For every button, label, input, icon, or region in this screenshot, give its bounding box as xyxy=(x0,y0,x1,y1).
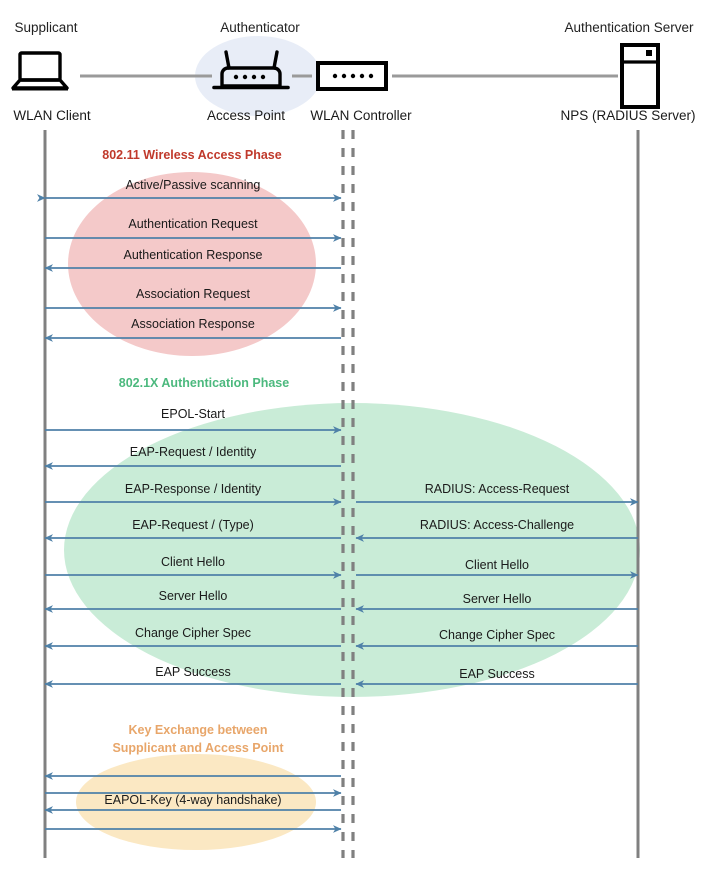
node-label-wlan-controller: WLAN Controller xyxy=(310,108,412,123)
message-label: EAP Success xyxy=(459,667,535,681)
message-label: RADIUS: Access-Challenge xyxy=(419,518,575,532)
node-label-nps: NPS (RADIUS Server) xyxy=(560,108,696,123)
message-label: Association Request xyxy=(136,287,250,301)
message-label: Server Hello xyxy=(158,589,228,603)
message-label: Server Hello xyxy=(462,592,532,606)
message-label: Authentication Request xyxy=(128,217,258,231)
message-arrow-group xyxy=(37,194,639,833)
message-label: EPOL-Start xyxy=(161,407,225,421)
server-icon xyxy=(620,43,660,109)
message-label: EAP-Request / Identity xyxy=(129,445,257,459)
message-label: EAP-Response / Identity xyxy=(124,482,262,496)
message-label: Active/Passive scanning xyxy=(125,178,261,192)
message-label: EAP Success xyxy=(155,665,231,679)
role-header-authenticator: Authenticator xyxy=(220,20,300,35)
message-label: EAPOL-Key (4-way handshake) xyxy=(104,793,282,807)
node-label-wlan-client: WLAN Client xyxy=(13,108,91,123)
message-label: Change Cipher Spec xyxy=(438,628,556,642)
message-label: RADIUS: Access-Request xyxy=(424,482,570,496)
node-label-access-point: Access Point xyxy=(206,108,286,123)
laptop-icon xyxy=(11,51,69,91)
phase-80211-blob xyxy=(68,172,316,356)
message-label: Association Response xyxy=(131,317,255,331)
wireless-router-icon xyxy=(212,50,290,90)
message-label: Authentication Response xyxy=(123,248,263,262)
message-label: EAP-Request / (Type) xyxy=(132,518,254,532)
phase-title-key-exchange-line2: Supplicant and Access Point xyxy=(112,741,284,755)
role-header-auth-server: Authentication Server xyxy=(564,20,694,35)
message-label: Client Hello xyxy=(465,558,529,572)
phase-title-80211: 802.11 Wireless Access Phase xyxy=(102,148,282,162)
message-label: Change Cipher Spec xyxy=(134,626,252,640)
role-header-supplicant: Supplicant xyxy=(14,20,78,35)
phase-title-key-exchange-line1: Key Exchange between xyxy=(128,723,268,737)
network-switch-icon xyxy=(316,61,388,91)
phase-title-8021x: 802.1X Authentication Phase xyxy=(118,376,290,390)
phase-key-exchange-blob xyxy=(76,754,316,850)
message-label: Client Hello xyxy=(161,555,225,569)
